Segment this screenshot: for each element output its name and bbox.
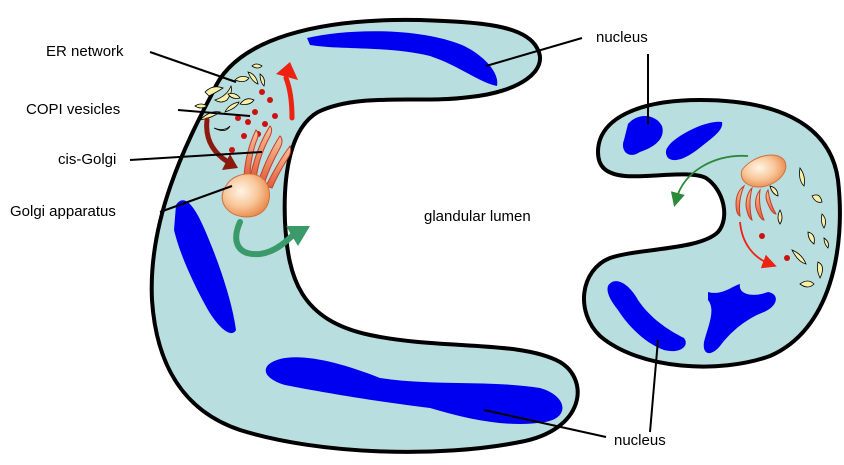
label-golgi-apparatus: Golgi apparatus [10, 203, 116, 220]
label-cis-golgi: cis-Golgi [58, 151, 116, 168]
label-copi-vesicles: COPI vesicles [26, 101, 120, 118]
label-er-network: ER network [46, 43, 124, 60]
label-glandular-lumen: glandular lumen [424, 208, 531, 225]
label-nucleus-bottom: nucleus [614, 432, 666, 449]
label-nucleus-top: nucleus [596, 29, 648, 46]
